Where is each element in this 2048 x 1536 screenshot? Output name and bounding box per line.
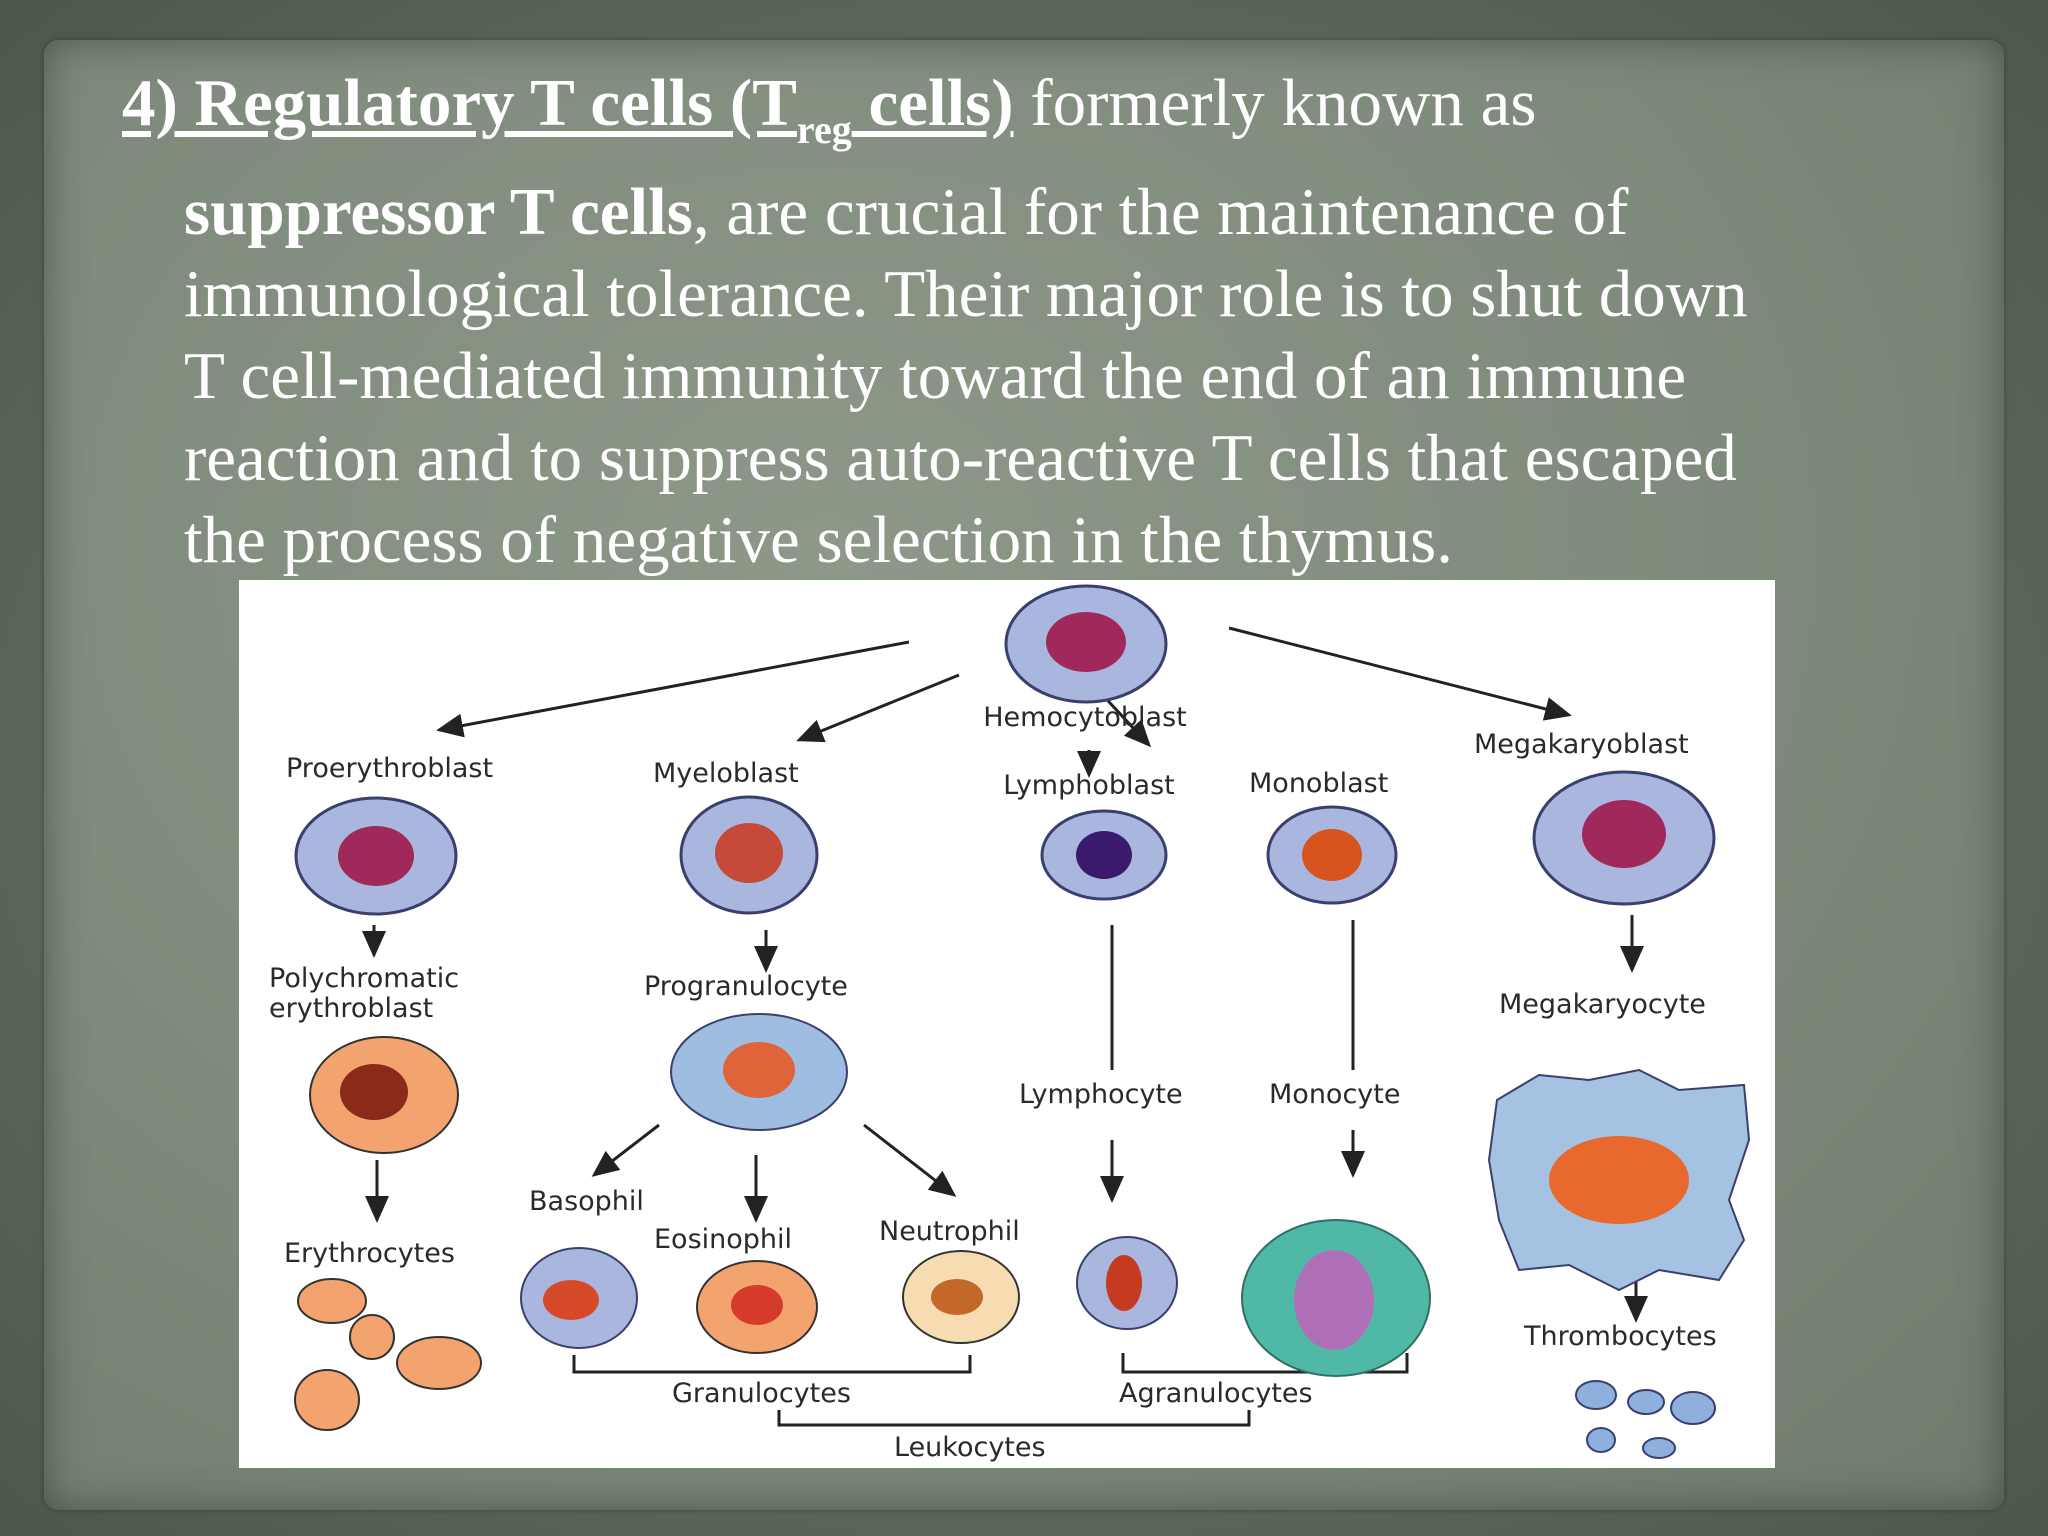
arrow-to-neutrophil xyxy=(863,1123,957,1197)
text-line-3: immunological tolerance. Their major rol… xyxy=(184,257,1748,331)
label-eosinophil: Eosinophil xyxy=(654,1224,792,1255)
lymphocyte-nucleus xyxy=(1106,1255,1142,1311)
hematopoiesis-svg: Hemocytoblast Proerythroblast Myeloblast… xyxy=(269,584,1751,1463)
label-monoblast: Monoblast xyxy=(1249,768,1388,799)
arrow-to-megakaryoblast xyxy=(1228,626,1572,721)
label-myeloblast: Myeloblast xyxy=(653,758,799,789)
label-hemocytoblast: Hemocytoblast xyxy=(983,702,1187,733)
heading-suffix: cells) xyxy=(851,66,1014,140)
label-lymphoblast: Lymphoblast xyxy=(1003,770,1174,801)
label-progranulocyte: Progranulocyte xyxy=(644,971,848,1002)
label-erythrocytes: Erythrocytes xyxy=(284,1238,455,1269)
labels: Hemocytoblast Proerythroblast Myeloblast… xyxy=(269,702,1717,1463)
label-agranulocytes: Agranulocytes xyxy=(1119,1378,1313,1409)
lymphoblast-nucleus xyxy=(1076,831,1132,879)
hemocytoblast-nucleus xyxy=(1046,612,1126,672)
erythrocyte-3 xyxy=(396,1336,482,1390)
agranulocytes-bracket xyxy=(1121,1353,1409,1374)
arrow-to-basophil xyxy=(591,1123,660,1177)
neutrophil-nucleus xyxy=(931,1279,983,1315)
label-polychromatic-1: Polychromatic xyxy=(269,963,459,994)
text-line-2: suppressor T cells, are crucial for the … xyxy=(122,171,1902,253)
thrombocyte-2 xyxy=(1627,1389,1665,1415)
heading-prefix: 4) Regulatory T cells (T xyxy=(122,66,797,140)
label-proerythroblast: Proerythroblast xyxy=(286,753,493,784)
erythrocyte-4 xyxy=(294,1369,360,1431)
thrombocyte-4 xyxy=(1586,1427,1616,1453)
slide-text: 4) Regulatory T cells (Treg cells) forme… xyxy=(122,62,1902,581)
thrombocyte-3 xyxy=(1670,1391,1716,1425)
cells xyxy=(294,584,1751,1459)
erythrocyte-2 xyxy=(349,1314,395,1360)
myeloblast-nucleus xyxy=(715,823,783,883)
bold-term: suppressor T cells xyxy=(184,175,693,249)
monoblast-nucleus xyxy=(1302,829,1362,881)
heading-subscript: reg xyxy=(796,107,852,152)
label-thrombocytes: Thrombocytes xyxy=(1523,1321,1717,1352)
erythrocyte-1 xyxy=(297,1278,367,1324)
thrombocyte-5 xyxy=(1642,1437,1676,1459)
arrow-to-proerythroblast xyxy=(436,640,910,738)
text-line-1: 4) Regulatory T cells (Treg cells) forme… xyxy=(122,62,1902,171)
granulocytes-bracket xyxy=(572,1355,972,1374)
intro-rest: formerly known as xyxy=(1013,66,1537,140)
branch-arrows xyxy=(362,626,1648,1323)
label-granulocytes: Granulocytes xyxy=(672,1378,851,1409)
eosinophil-nucleus xyxy=(731,1285,783,1325)
group-brackets xyxy=(572,1353,1409,1427)
label-neutrophil: Neutrophil xyxy=(879,1216,1020,1247)
label-basophil: Basophil xyxy=(529,1186,644,1217)
monocyte-nucleus xyxy=(1294,1250,1374,1350)
megakaryocyte-nucleus xyxy=(1549,1136,1689,1224)
hematopoiesis-diagram: Hemocytoblast Proerythroblast Myeloblast… xyxy=(239,580,1775,1468)
heading: 4) Regulatory T cells (Treg cells) xyxy=(122,66,1014,152)
arrow-to-myeloblast xyxy=(796,673,960,743)
text-line-5: reaction and to suppress auto-reactive T… xyxy=(184,421,1737,495)
label-leukocytes: Leukocytes xyxy=(894,1432,1046,1463)
label-megakaryocyte: Megakaryocyte xyxy=(1499,989,1706,1020)
proerythroblast-nucleus xyxy=(338,826,414,886)
polychromatic-erythroblast-nucleus xyxy=(340,1064,408,1120)
label-monocyte: Monocyte xyxy=(1269,1079,1400,1110)
line2-rest: , are crucial for the maintenance of xyxy=(692,175,1629,249)
thrombocyte-1 xyxy=(1575,1380,1617,1410)
progranulocyte-nucleus xyxy=(723,1042,795,1098)
text-line-4: T cell-mediated immunity toward the end … xyxy=(184,339,1687,413)
label-polychromatic-2: erythroblast xyxy=(269,993,433,1024)
megakaryoblast-nucleus xyxy=(1582,800,1666,868)
leukocytes-bracket xyxy=(777,1410,1251,1427)
label-megakaryoblast: Megakaryoblast xyxy=(1474,729,1689,760)
label-lymphocyte: Lymphocyte xyxy=(1019,1079,1183,1110)
text-line-6: the process of negative selection in the… xyxy=(184,503,1453,577)
basophil-nucleus xyxy=(543,1280,599,1320)
